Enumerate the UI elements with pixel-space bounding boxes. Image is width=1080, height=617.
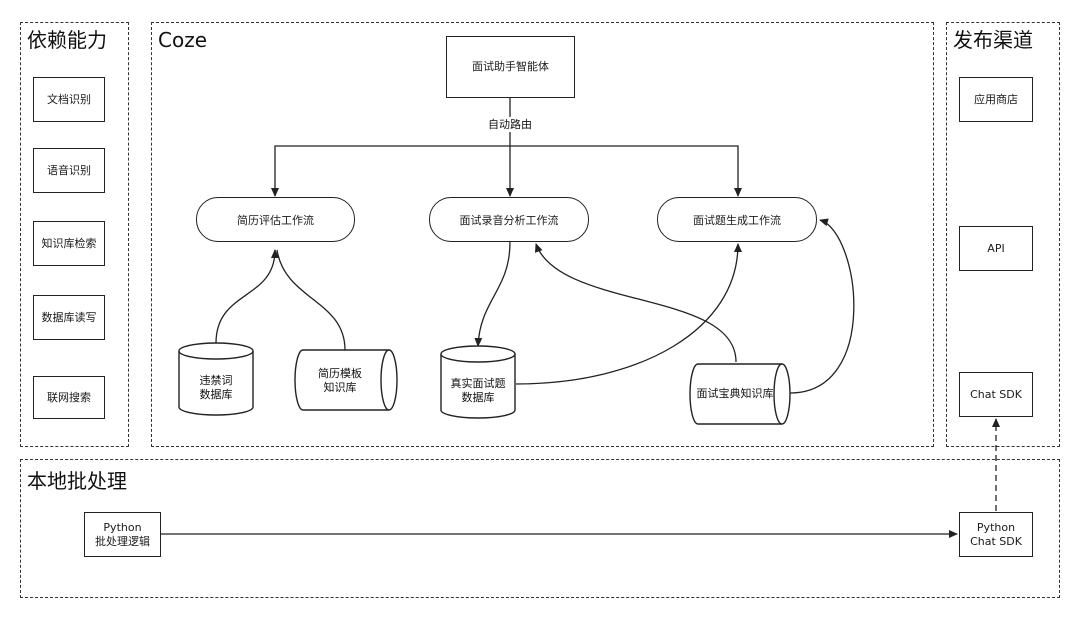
real-questions-db-label: 真实面试题 数据库 bbox=[450, 377, 506, 404]
real-db-to-question-arrow bbox=[515, 243, 742, 385]
channel-chat-sdk: Chat SDK bbox=[959, 372, 1033, 417]
channels-title: 发布渠道 bbox=[953, 28, 1033, 52]
audio-to-real-db-arrow bbox=[474, 241, 511, 347]
interview-kb-shape bbox=[689, 363, 791, 425]
interview-kb-to-question-arrow bbox=[789, 218, 855, 394]
audio-analysis-workflow: 面试录音分析工作流 bbox=[429, 197, 589, 242]
real-questions-db-shape bbox=[440, 345, 516, 419]
interview-kb-to-audio-arrow bbox=[534, 243, 737, 363]
coze-title: Coze bbox=[158, 28, 208, 52]
interview-kb-label: 面试宝典知识库 bbox=[696, 387, 774, 400]
channel-app-store: 应用商店 bbox=[959, 77, 1033, 122]
banned-words-db-label: 违禁词 数据库 bbox=[199, 374, 233, 401]
local-batch-group: 本地批处理 bbox=[20, 459, 1060, 598]
channels-group: 发布渠道 bbox=[946, 22, 1060, 447]
auto-routing-label: 自动路由 bbox=[470, 118, 550, 132]
template-kb-to-resume-arrow bbox=[276, 249, 346, 351]
capability-db-readwrite: 数据库读写 bbox=[33, 295, 105, 340]
capabilities-group: 依赖能力 bbox=[20, 22, 129, 447]
python-chat-sdk-node: Python Chat SDK bbox=[959, 512, 1033, 557]
interview-agent-node: 面试助手智能体 bbox=[446, 36, 575, 98]
capability-kb-retrieval: 知识库检索 bbox=[33, 221, 105, 266]
python-batch-logic-node: Python 批处理逻辑 bbox=[84, 512, 161, 557]
route-to-question-arrow bbox=[510, 145, 742, 197]
coze-group: Coze bbox=[151, 22, 934, 447]
banned-db-to-resume-arrow bbox=[215, 249, 279, 344]
capability-doc-recognition: 文档识别 bbox=[33, 77, 105, 122]
resume-template-kb-label: 简历模板 知识库 bbox=[318, 367, 362, 394]
resume-eval-workflow: 简历评估工作流 bbox=[196, 197, 355, 242]
route-to-resume-arrow bbox=[271, 145, 510, 197]
capability-web-search: 联网搜索 bbox=[33, 376, 105, 419]
capability-speech-recognition: 语音识别 bbox=[33, 148, 105, 193]
question-gen-workflow: 面试题生成工作流 bbox=[657, 197, 817, 242]
local-batch-title: 本地批处理 bbox=[27, 469, 127, 493]
resume-template-kb-shape bbox=[294, 349, 398, 411]
capabilities-title: 依赖能力 bbox=[27, 28, 107, 52]
banned-words-db-shape bbox=[178, 342, 254, 416]
channel-api: API bbox=[959, 226, 1033, 271]
